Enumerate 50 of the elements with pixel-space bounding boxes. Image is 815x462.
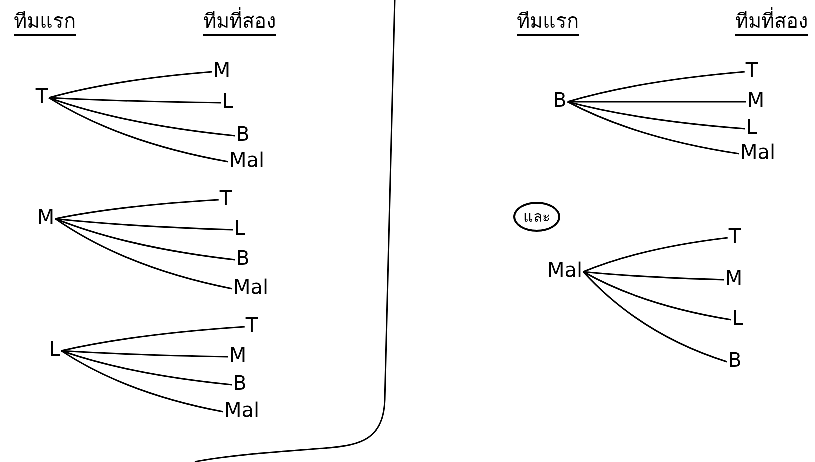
outcome-label: Mal xyxy=(233,276,269,298)
branch-line xyxy=(48,97,236,137)
branch-line xyxy=(61,350,232,386)
branch-line xyxy=(56,218,234,231)
outcome-label: B xyxy=(728,349,742,371)
outcome-label: T xyxy=(728,225,742,247)
outcome-label: M xyxy=(229,344,247,366)
branch-line xyxy=(568,101,746,130)
outcome-label: L xyxy=(732,307,744,329)
branch-line xyxy=(61,326,245,352)
outcome-label: L xyxy=(746,116,758,138)
outcome-label: Mal xyxy=(740,141,776,163)
branch-line xyxy=(582,271,728,363)
column-heading: ทีมแรก xyxy=(517,8,579,36)
outcome-label: L xyxy=(222,90,234,112)
branch-line xyxy=(55,218,236,261)
outcome-label: M xyxy=(213,59,231,81)
outcome-label: T xyxy=(220,187,232,209)
oval-label: และ xyxy=(514,202,560,232)
team-label: M xyxy=(37,206,55,228)
outcome-label: L xyxy=(234,217,246,239)
team-label: T xyxy=(36,85,48,107)
column-heading: ทีมที่สอง xyxy=(204,8,276,36)
outcome-label: T xyxy=(246,314,258,336)
team-label: B xyxy=(553,89,567,111)
branch-line xyxy=(55,218,233,290)
outcome-label: M xyxy=(747,89,765,111)
branch-line xyxy=(568,101,740,155)
column-heading: ทีมที่สอง xyxy=(736,8,808,36)
branch-line xyxy=(55,199,219,220)
branch-line xyxy=(583,271,732,321)
outcome-label: M xyxy=(725,267,743,289)
outcome-label: B xyxy=(236,123,250,145)
branch-line xyxy=(48,97,229,163)
branch-line xyxy=(61,350,224,413)
column-heading: ทีมแรก xyxy=(14,8,76,36)
branch-line xyxy=(583,237,728,273)
branch-line xyxy=(568,71,745,103)
outcome-label: Mal xyxy=(224,399,260,421)
outcome-label: T xyxy=(746,59,758,81)
branch-line xyxy=(568,101,746,103)
branch-line xyxy=(49,97,222,104)
branch-line xyxy=(583,271,724,281)
branch-line xyxy=(62,350,228,358)
outcome-label: Mal xyxy=(229,149,265,171)
outcome-label: B xyxy=(236,247,250,269)
team-label: Mal xyxy=(547,259,583,281)
outcome-label: B xyxy=(233,372,247,394)
team-label: L xyxy=(49,338,61,360)
branch-line xyxy=(48,71,212,99)
